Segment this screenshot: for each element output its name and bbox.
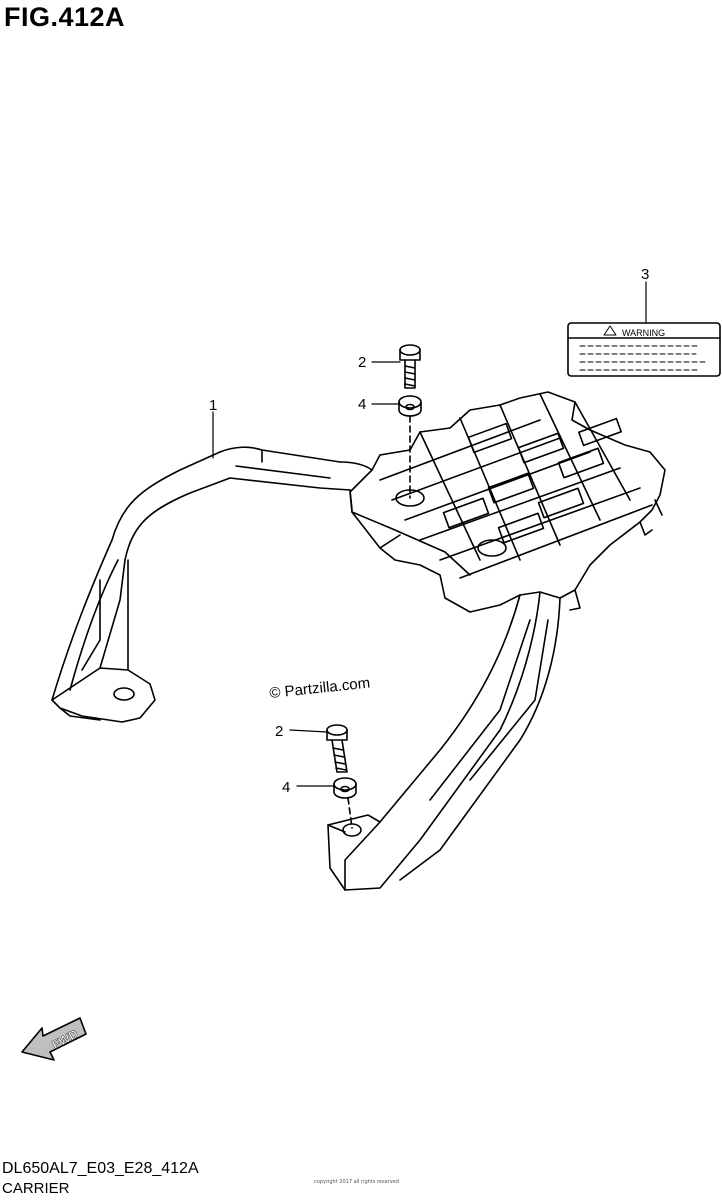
fwd-arrow xyxy=(21,1017,87,1061)
warning-label-text: WARNING xyxy=(622,328,665,338)
bolt-upper xyxy=(399,344,421,389)
callout-4-lower: 4 xyxy=(282,779,290,796)
assembly-line-lower xyxy=(347,797,353,829)
copyright-fineprint: copyright 2017 all rights reserved xyxy=(314,1179,399,1185)
washer-upper xyxy=(398,395,422,417)
carrier-right-rail xyxy=(327,591,561,891)
figure-title: FIG.412A xyxy=(4,2,126,32)
washer-lower xyxy=(333,777,357,799)
watermark: © Partzilla.com xyxy=(269,675,371,702)
warning-label xyxy=(567,322,721,377)
carrier-rail xyxy=(51,446,373,723)
callout-1: 1 xyxy=(209,397,217,414)
callout-3: 3 xyxy=(641,266,649,283)
figure-code: DL650AL7_E03_E28_412A xyxy=(2,1160,199,1177)
callout-2-upper: 2 xyxy=(358,354,366,371)
leader-lines xyxy=(212,281,647,787)
callout-4-upper: 4 xyxy=(358,396,366,413)
figure-name: CARRIER xyxy=(2,1180,70,1197)
callout-2-lower: 2 xyxy=(275,723,283,740)
bolt-lower xyxy=(326,724,348,773)
carrier-rack-body xyxy=(349,391,666,613)
